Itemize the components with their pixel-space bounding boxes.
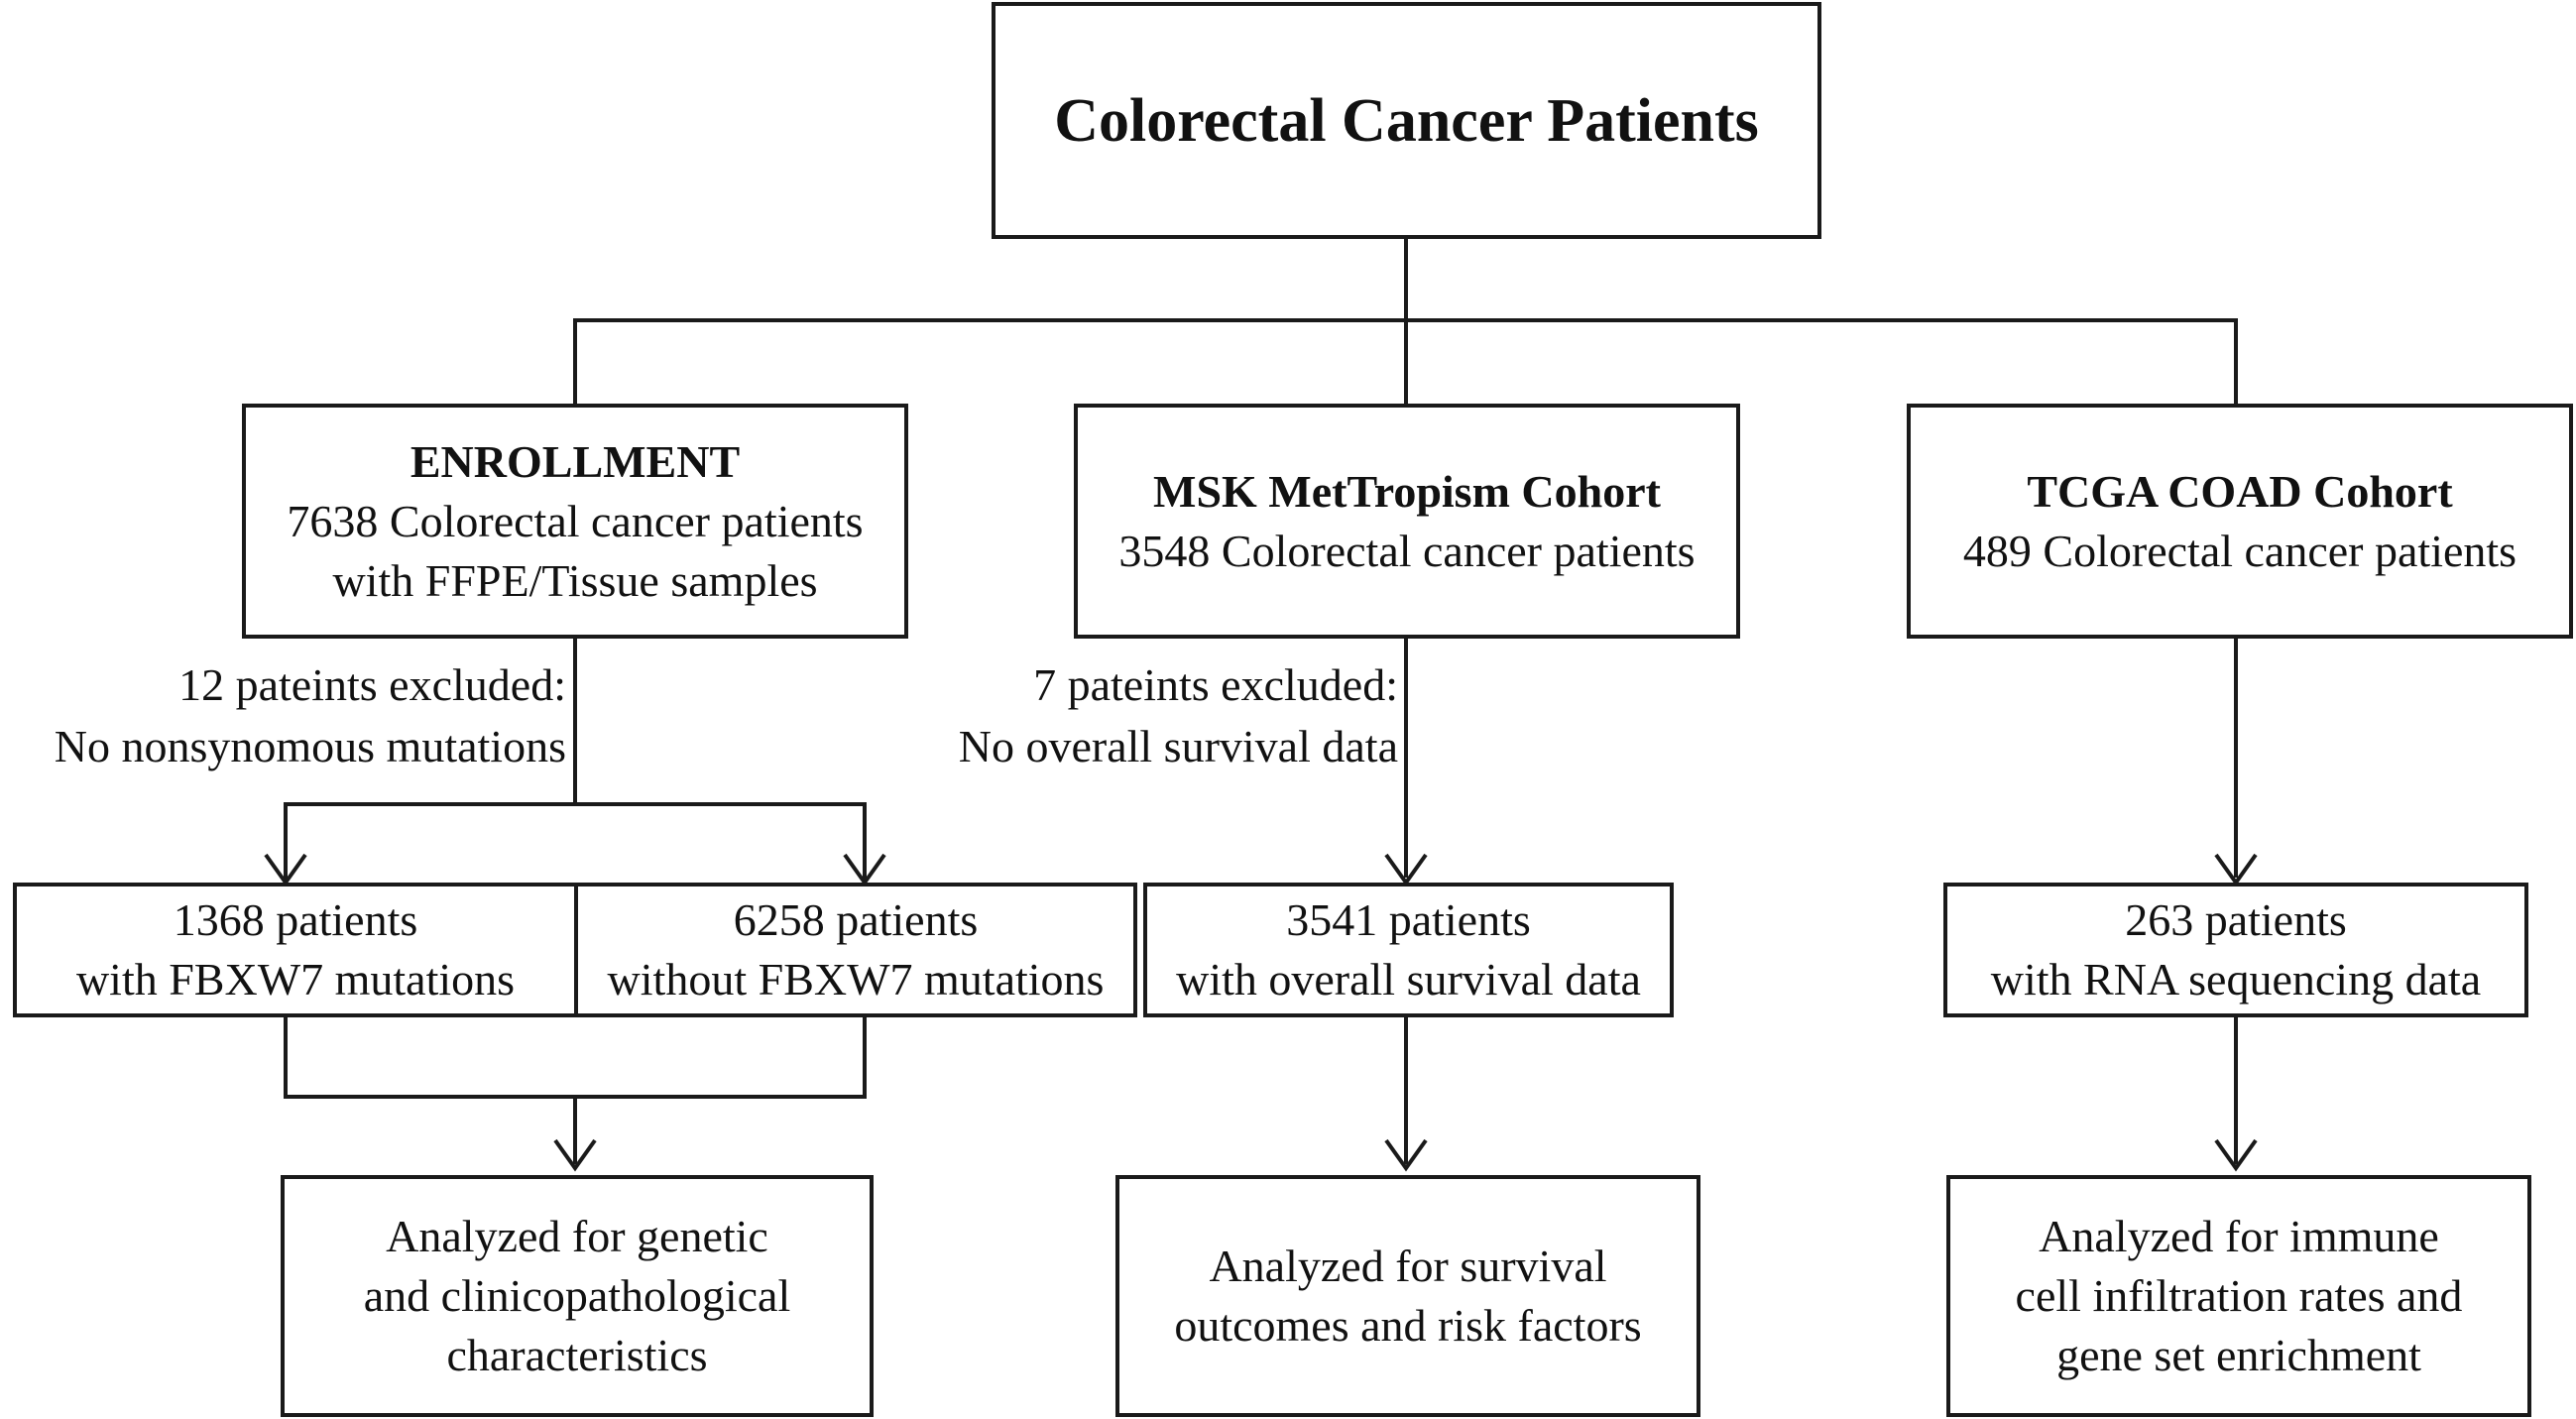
tcga-cohort-box: TCGA COAD Cohort 489 Colorectal cancer p… [1907,404,2573,639]
page-title: Colorectal Cancer Patients [1054,86,1759,155]
msk-cohort-box: MSK MetTropism Cohort 3548 Colorectal ca… [1074,404,1740,639]
immune-analysis-line: cell infiltration rates and [2015,1270,2463,1321]
tcga-rna-box: 263 patients with RNA sequencing data [1943,883,2528,1017]
arrowhead-immune-analysis [2214,1138,2258,1172]
genetic-analysis-box: Analyzed for genetic and clinicopatholog… [281,1175,874,1417]
enrollment-samples: with FFPE/Tissue samples [332,554,818,606]
tcga-rna-label: with RNA sequencing data [1990,954,2482,1005]
enrollment-exclusion-note: 12 pateints excluded: No nonsynomous mut… [54,654,566,777]
msk-cohort-count: 3548 Colorectal cancer patients [1118,525,1696,576]
msk-survival-box: 3541 patients with overall survival data [1143,883,1674,1017]
msk-exclusion-reason: No overall survival data [958,721,1398,771]
arrowhead-genetic-analysis [553,1138,597,1172]
tcga-cohort-title: TCGA COAD Cohort [2027,465,2453,517]
genetic-analysis-line: and clinicopathological [363,1270,791,1321]
msk-survival-label: with overall survival data [1176,954,1641,1005]
msk-exclusion-count: 7 pateints excluded: [1033,659,1398,710]
without-fbxw7-count: 6258 patients [733,894,979,945]
msk-survival-count: 3541 patients [1286,894,1531,945]
immune-analysis-box: Analyzed for immune cell infiltration ra… [1946,1175,2531,1417]
with-fbxw7-count: 1368 patients [173,894,418,945]
enrollment-exclusion-reason: No nonsynomous mutations [54,721,566,771]
top-box: Colorectal Cancer Patients [992,2,1821,239]
survival-analysis-line: Analyzed for survival [1209,1241,1607,1291]
with-fbxw7-box: 1368 patients with FBXW7 mutations [13,883,578,1017]
tcga-cohort-count: 489 Colorectal cancer patients [1962,525,2517,576]
tcga-rna-count: 263 patients [2125,894,2347,945]
enrollment-exclusion-count: 12 pateints excluded: [178,659,566,710]
without-fbxw7-label: without FBXW7 mutations [607,954,1105,1005]
enrollment-box: ENROLLMENT 7638 Colorectal cancer patien… [242,404,908,639]
arrowhead-survival-analysis [1384,1138,1428,1172]
with-fbxw7-label: with FBXW7 mutations [75,954,516,1005]
without-fbxw7-box: 6258 patients without FBXW7 mutations [574,883,1137,1017]
genetic-analysis-line: Analyzed for genetic [386,1211,768,1261]
survival-analysis-box: Analyzed for survival outcomes and risk … [1115,1175,1700,1417]
immune-analysis-line: Analyzed for immune [2039,1211,2439,1261]
msk-cohort-title: MSK MetTropism Cohort [1153,465,1661,517]
survival-analysis-line: outcomes and risk factors [1174,1300,1642,1351]
enrollment-count: 7638 Colorectal cancer patients [287,495,864,546]
msk-exclusion-note: 7 pateints excluded: No overall survival… [958,654,1398,777]
enrollment-title: ENROLLMENT [410,435,741,487]
immune-analysis-line: gene set enrichment [2056,1330,2421,1380]
genetic-analysis-line: characteristics [446,1330,708,1380]
